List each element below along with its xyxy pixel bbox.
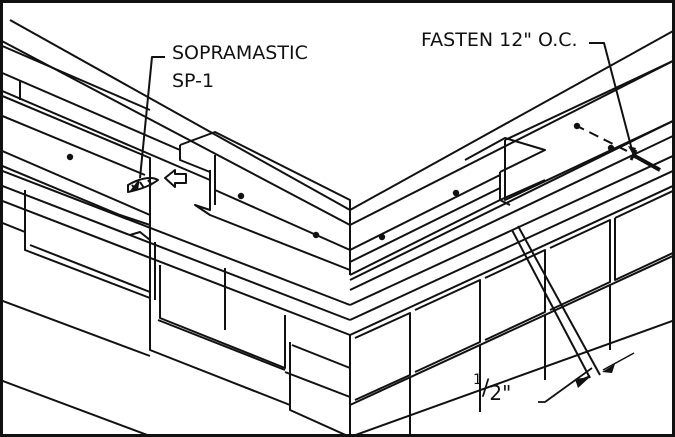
label-fasten-spacing: FASTEN 12" O.C.: [421, 29, 578, 51]
coping-corner: [3, 19, 672, 291]
rivet-dot: [237, 192, 245, 200]
leader-lines: [139, 42, 633, 403]
fraction-numerator: 1: [473, 372, 482, 388]
arrowhead-dim-right: [602, 364, 615, 373]
rivet-dot: [573, 122, 581, 130]
arrowhead-fasten: [628, 146, 636, 155]
coping-right-piece: [464, 60, 672, 206]
fastener-screw: [629, 149, 661, 172]
rivet-dot: [66, 153, 74, 161]
joint-arrow: [164, 169, 187, 188]
masonry-left-face: [3, 170, 351, 434]
label-half-inch-dimension: 1/2": [473, 373, 511, 403]
arrowhead-sopramastic: [129, 178, 140, 192]
masonry-right-face: [349, 155, 672, 434]
fraction-slash: /: [481, 376, 490, 401]
fascia-back-left: [3, 45, 211, 181]
rivet-dot: [378, 233, 386, 241]
label-sopramastic: SOPRAMASTIC: [172, 42, 308, 64]
label-sp1: SP-1: [172, 70, 215, 92]
rivet-dot: [312, 231, 320, 239]
rivet-dot: [607, 144, 615, 152]
arrowhead-dim-left: [575, 377, 590, 388]
coping-left-piece: [3, 95, 151, 241]
fraction-denominator: 2": [489, 381, 512, 405]
rivet-dot: [452, 189, 460, 197]
